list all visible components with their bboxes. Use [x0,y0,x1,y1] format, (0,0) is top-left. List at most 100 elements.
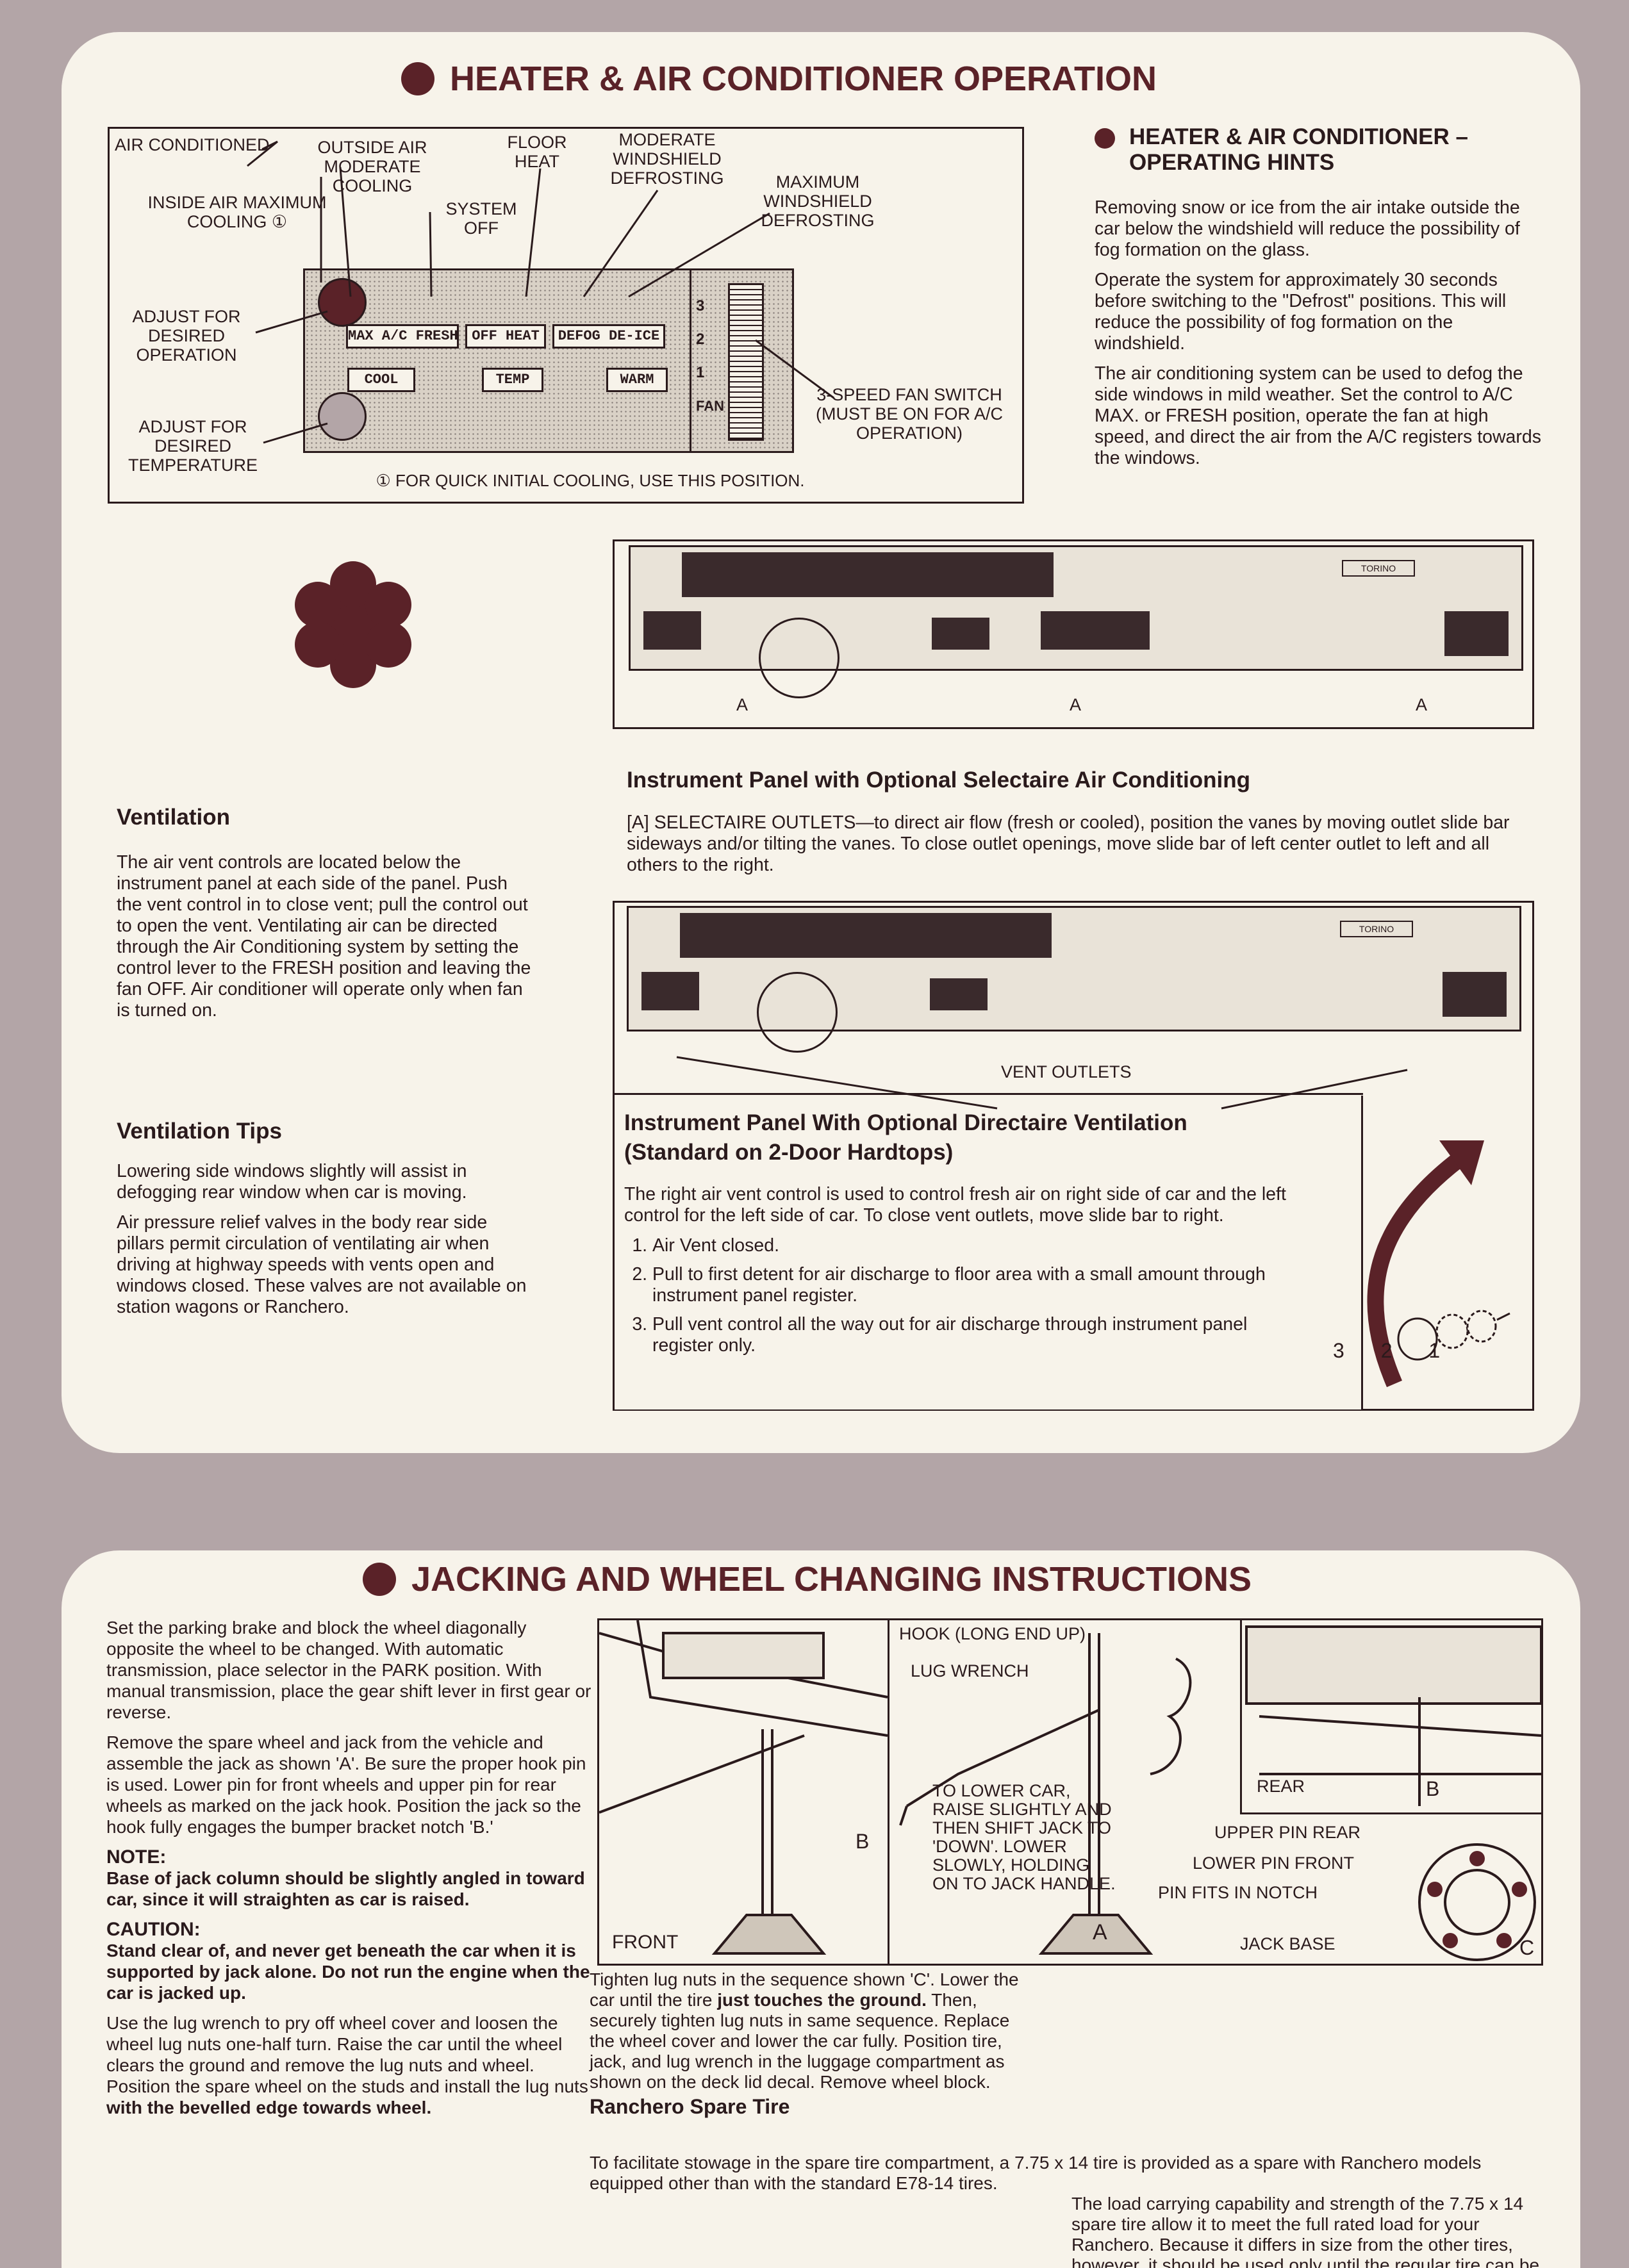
off-heat-button[interactable]: OFF HEAT [465,324,546,349]
lower-pin-label: LOWER PIN FRONT [1193,1853,1355,1873]
ventilation-title: Ventilation [117,805,230,830]
operating-hints: HEATER & AIR CONDITIONER – OPERATING HIN… [1095,124,1543,478]
label-adjust-temperature: ADJUST FOR DESIRED TEMPERATURE [128,417,258,475]
label-c: C [1519,1936,1535,1959]
fan-label: FAN [696,398,724,414]
flower-logo-icon [295,561,411,688]
label-outside-air: OUTSIDE AIR MODERATE COOLING [317,138,427,195]
right-vent-outlet [1443,972,1507,1017]
selectaire-illustration: TORINO A A A [613,539,1534,729]
vent-position-1: 1 [1428,1339,1441,1362]
center-outlets [1041,611,1150,650]
directaire-step-3: Pull vent control all the way out for ai… [652,1314,1291,1356]
vent-outlets-label: VENT OUTLETS [1001,1062,1132,1081]
label-adjust-operation: ADJUST FOR DESIRED OPERATION [132,307,241,365]
jack-diagram: HOOK (LONG END UP) LUG WRENCH TO LOWER C… [597,1618,1543,1966]
hint-2: Operate the system for approximately 30 … [1095,270,1507,354]
jacking-left-column: Set the parking brake and block the whee… [106,1617,593,2127]
directaire-illustration-frame [613,901,1534,1411]
fan-speed-2: 2 [696,331,705,348]
tighten-bold: just touches the ground. [717,1990,927,2010]
tighten-part-2: Then, securely tighten lug nuts in same … [590,1990,1010,2092]
label-maximum-defrost: MAXIMUM WINDSHIELD DEFROSTING [761,172,875,230]
steering-column [759,618,839,698]
temperature-knob[interactable] [318,392,367,441]
outlet-label-a-left: A [736,695,748,714]
jack-base-label: JACK BASE [1240,1934,1335,1953]
front-label: FRONT [612,1932,679,1953]
diagram-divider-2 [1240,1620,1242,1812]
directaire-frame-ledge [615,1093,1363,1095]
outlet-label-a-right: A [1416,695,1428,714]
directaire-frame-edge [1361,1096,1363,1409]
pin-notch-label: PIN FITS IN NOTCH [1158,1883,1318,1902]
defog-deice-button[interactable]: DEFOG DE-ICE [552,324,665,349]
hint-3: The air conditioning system can be used … [1095,363,1541,468]
directaire-text: The right air vent control is used to co… [624,1184,1291,1364]
directaire-panel-drawing: TORINO [627,906,1521,1053]
max-ac-fresh-button[interactable]: MAX A/C FRESH [346,324,459,349]
jacking-title: JACKING AND WHEEL CHANGING INSTRUCTIONS [411,1560,1252,1598]
radio-2 [930,978,988,1010]
operation-knob[interactable] [318,278,367,327]
vent-position-2: 2 [1380,1339,1393,1362]
gauge-cluster-2 [680,913,1052,958]
bullet-icon [363,1563,396,1596]
label-moderate-defrost: MODERATE WINDSHIELD DEFROSTING [610,130,724,188]
tip-1: Lowering side windows slightly will assi… [117,1161,467,1203]
heater-title-row: HEATER & AIR CONDITIONER OPERATION [401,59,1157,99]
label-floor-heat: FLOOR HEAT [507,133,567,171]
directaire-step-2: Pull to first detent for air discharge t… [652,1264,1291,1306]
ventilation-text: The air vent controls are located below … [117,852,531,1021]
jacking-title-row: JACKING AND WHEEL CHANGING INSTRUCTIONS [363,1559,1252,1599]
jacking-intro-1: Set the parking brake and block the whee… [106,1618,591,1722]
plate-divider [690,270,691,451]
diagram-leader-lines [247,140,834,444]
torino-badge: TORINO [1342,560,1415,577]
fan-speed-3: 3 [696,297,705,315]
directaire-description: The right air vent control is used to co… [624,1184,1286,1226]
label-b-rear: B [1426,1777,1440,1800]
note-text: Base of jack column should be slightly a… [106,1868,585,1909]
diagram-footnote: ① FOR QUICK INITIAL COOLING, USE THIS PO… [376,471,805,490]
upper-pin-label: UPPER PIN REAR [1214,1823,1361,1842]
temp-button[interactable]: TEMP [482,368,543,392]
tighten-part-1: Tighten lug nuts in the sequence shown '… [590,1969,1019,2010]
label-b-front: B [856,1830,870,1853]
selectaire-text: [A] SELECTAIRE OUTLETS—to direct air flo… [627,812,1510,875]
bullet-icon [1095,128,1115,149]
caution-text: Stand clear of, and never get beneath th… [106,1941,590,2003]
heater-title: HEATER & AIR CONDITIONER OPERATION [450,60,1157,98]
lug-text: Use the lug wrench to pry off wheel cove… [106,2013,588,2096]
fan-speed-numbers: 3 2 1 FAN [696,290,724,423]
label-a: A [1093,1920,1107,1944]
left-vent-outlet [641,972,699,1010]
fan-switch-slider[interactable] [728,283,764,441]
directaire-frame-cutout [615,1096,1363,1409]
vent-positions: 3 2 1 [1333,1339,1440,1363]
ranchero-text-column: The load carrying capability and strengt… [1071,2194,1546,2268]
lug-wrench-label: LUG WRENCH [911,1661,1029,1680]
tip-2: Air pressure relief valves in the body r… [117,1212,527,1317]
vent-position-3: 3 [1333,1339,1344,1362]
ventilation-tips-title: Ventilation Tips [117,1119,283,1144]
heater-ac-panel: HEATER & AIR CONDITIONER OPERATION AIR C… [62,32,1580,1453]
selectaire-caption: Instrument Panel with Optional Selectair… [627,768,1250,793]
left-outlet [643,611,701,650]
directaire-step-1: Air Vent closed. [652,1235,1291,1256]
climate-control-plate: MAX A/C FRESH OFF HEAT DEFOG DE-ICE COOL… [303,268,794,453]
cool-button[interactable]: COOL [347,368,415,392]
gauge-cluster [682,552,1054,597]
ventilation-tips: Lowering side windows slightly will assi… [117,1161,533,1327]
bullet-icon [401,62,434,95]
rear-label: REAR [1257,1777,1305,1796]
hints-title: HEATER & AIR CONDITIONER – OPERATING HIN… [1129,124,1468,175]
hook-label: HOOK (LONG END UP) [899,1624,1086,1643]
right-outlet [1444,611,1509,656]
tighten-text: Tighten lug nuts in the sequence shown '… [590,1969,1038,2117]
caution-title: CAUTION: [106,1919,201,1940]
label-air-conditioned: AIR CONDITIONED [115,135,270,154]
warm-button[interactable]: WARM [606,368,668,392]
torino-badge-2: TORINO [1340,921,1413,937]
hints-text: Removing snow or ice from the air intake… [1095,197,1543,469]
